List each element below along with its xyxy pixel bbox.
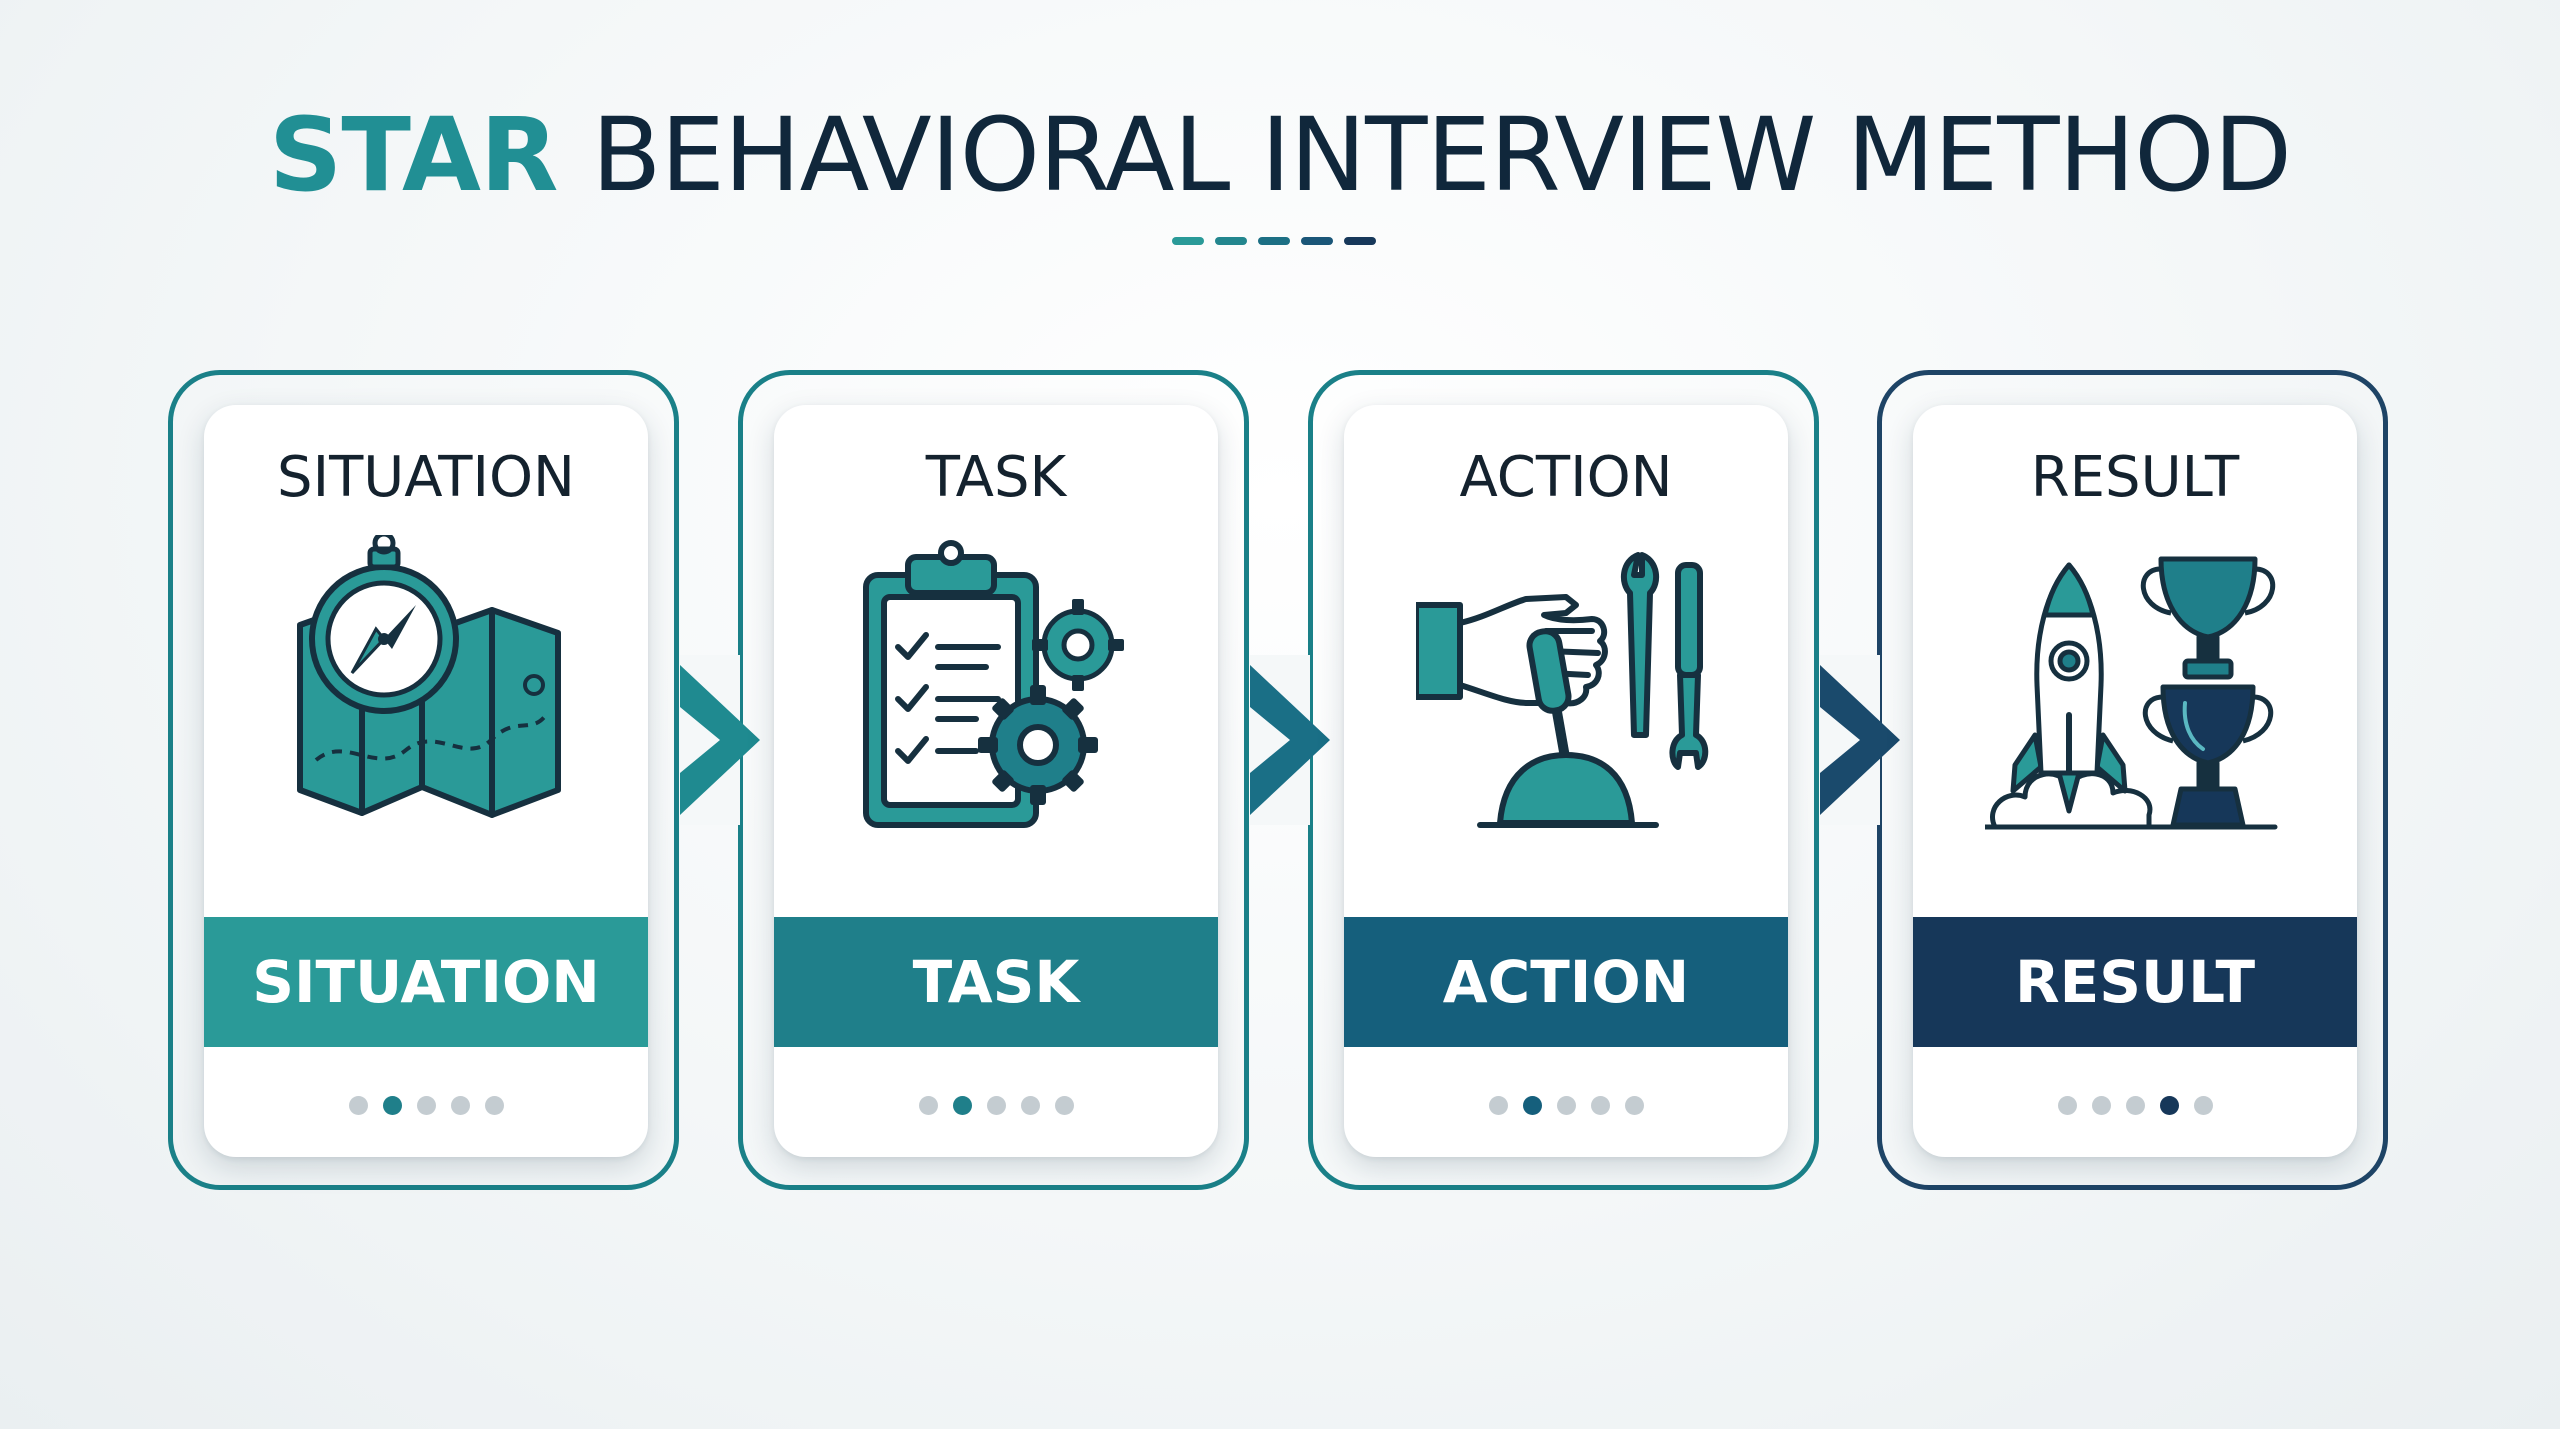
title-dash — [1301, 237, 1333, 245]
step-title: TASK — [925, 445, 1067, 510]
progress-dot — [1055, 1096, 1074, 1115]
progress-dot — [987, 1096, 1006, 1115]
progress-dot — [1625, 1096, 1644, 1115]
progress-dot — [485, 1096, 504, 1115]
step-band-task: TASK — [774, 917, 1218, 1047]
compass-map-icon — [297, 535, 561, 818]
title-accent: STAR — [268, 96, 559, 215]
progress-dots — [1913, 1096, 2357, 1116]
progress-dot — [349, 1096, 368, 1115]
progress-dot — [1021, 1096, 1040, 1115]
progress-dot-active — [1523, 1096, 1542, 1115]
progress-dot — [1489, 1096, 1508, 1115]
step-outline-situation — [168, 370, 679, 1190]
step-title: SITUATION — [277, 445, 575, 510]
progress-dot — [919, 1096, 938, 1115]
progress-dot — [2194, 1096, 2213, 1115]
step-band-action: ACTION — [1344, 917, 1788, 1047]
progress-dots — [204, 1096, 648, 1116]
progress-dot-active — [953, 1096, 972, 1115]
progress-dot — [2058, 1096, 2077, 1115]
title-dash — [1344, 237, 1376, 245]
progress-dot — [2092, 1096, 2111, 1115]
title-dash — [1215, 237, 1247, 245]
progress-dot — [2126, 1096, 2145, 1115]
rocket-trophy-icon — [1985, 556, 2278, 830]
progress-dot — [451, 1096, 470, 1115]
hand-lever-tools-icon — [1416, 552, 1709, 828]
progress-dot — [417, 1096, 436, 1115]
progress-dot — [1591, 1096, 1610, 1115]
step-title: RESULT — [2030, 445, 2240, 510]
progress-dot-active — [2160, 1096, 2179, 1115]
step-card-result: RESULT RESULT — [1913, 405, 2357, 1157]
step-outline-action — [1308, 370, 1819, 1190]
progress-dot-active — [383, 1096, 402, 1115]
progress-dots — [774, 1096, 1218, 1116]
chevron-right-icon — [1250, 655, 1330, 825]
progress-dots — [1344, 1096, 1788, 1116]
clipboard-gears-icon — [863, 540, 1124, 828]
step-band-result: RESULT — [1913, 917, 2357, 1047]
progress-dot — [1557, 1096, 1576, 1115]
chevron-right-icon — [680, 655, 760, 825]
step-band-situation: SITUATION — [204, 917, 648, 1047]
step-card-situation: SITUATION SITUATION — [204, 405, 648, 1157]
step-card-task: TASK — [774, 405, 1218, 1157]
step-outline-task — [738, 370, 1249, 1190]
title-dash — [1172, 237, 1204, 245]
step-card-action: ACTION ACTION — [1344, 405, 1788, 1157]
title-text: BEHAVIORAL INTERVIEW METHOD — [591, 96, 2293, 215]
chevron-right-icon — [1820, 655, 1900, 825]
step-title: ACTION — [1459, 445, 1673, 510]
title-dash — [1258, 237, 1290, 245]
